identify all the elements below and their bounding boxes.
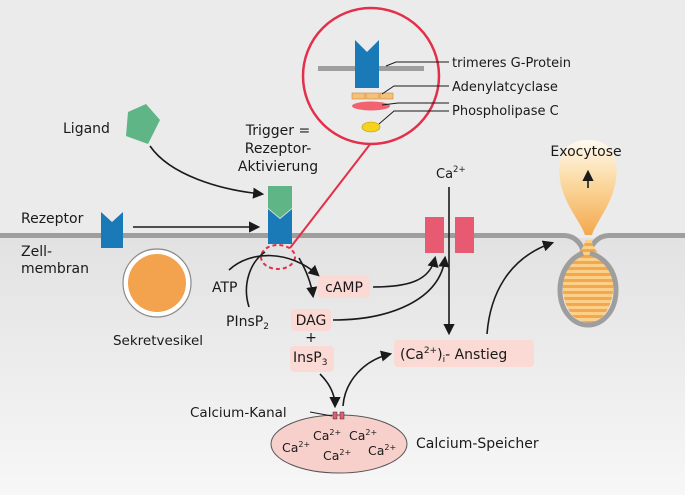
dag-label: DAG	[296, 313, 327, 329]
ca-ion-1: Ca2+	[282, 440, 310, 455]
arrows	[133, 145, 594, 417]
calcium-kanal-label: Calcium-Kanal	[190, 405, 287, 421]
exocytosis-vesicle	[557, 140, 619, 328]
sekretvesikel-label: Sekretvesikel	[113, 333, 203, 349]
zellmembran-label-2: membran	[21, 261, 89, 277]
insp-label: InsP3	[293, 350, 327, 368]
calcium-channel-store	[332, 411, 345, 420]
leader-calcium-kanal	[309, 411, 333, 417]
zellmembran-label-1: Zell-	[21, 244, 52, 260]
arrow-pinsp-up	[245, 251, 266, 308]
ca-ion-5: Ca2+	[368, 443, 396, 458]
pinsp-label: PInsP2	[226, 314, 269, 332]
dag-box	[291, 309, 331, 331]
ion-channel	[425, 217, 474, 253]
trigger-label-2: Rezeptor-	[245, 141, 312, 157]
exocytose-label: Exocytose	[550, 144, 621, 160]
receptor-left	[101, 212, 123, 248]
calcium-speicher-label: Calcium-Speicher	[416, 436, 539, 452]
camp-label: cAMP	[325, 280, 363, 296]
secretory-vesicle	[122, 248, 192, 318]
arrow-store-to-ca	[342, 350, 393, 407]
zoom-inset	[301, 6, 449, 146]
ca-ion-2: Ca2+	[313, 428, 341, 443]
ca-top-label: Ca2+	[436, 165, 466, 182]
plus-label: +	[305, 330, 317, 346]
ligand-shape	[126, 104, 160, 144]
trigger-label-1: Trigger =	[245, 123, 310, 139]
arrow-ca-to-exocytosis	[486, 240, 555, 335]
ca-ion-3: Ca2+	[349, 428, 377, 443]
g-protein-shape	[351, 92, 394, 100]
atp-label: ATP	[212, 280, 237, 296]
camp-box	[318, 276, 370, 298]
ligand-label: Ligand	[63, 121, 110, 137]
receptor-activated	[268, 186, 292, 244]
legend-phospholipase: Phospholipase C	[452, 104, 559, 119]
trigger-label-3: Aktivierung	[238, 159, 318, 175]
phospholipase-shape	[361, 121, 381, 133]
arrow-dag-to-channel	[332, 255, 450, 321]
focus-circle-dashed	[260, 244, 296, 270]
arrow-to-camp	[228, 254, 320, 277]
ca-ion-4: Ca2+	[323, 448, 351, 463]
arrow-camp-to-channel	[372, 255, 439, 288]
ca-anstieg-box	[394, 340, 534, 367]
arrow-insp-to-store	[319, 373, 341, 409]
adenylatcyclase-shape	[352, 101, 390, 111]
arrow-ligand-to-receptor	[149, 145, 265, 199]
rezeptor-label: Rezeptor	[21, 211, 84, 227]
zoom-connector-line	[289, 142, 372, 249]
ca-anstieg-label: (Ca2+)i- Anstieg	[400, 346, 507, 365]
legend-g-protein: trimeres G-Protein	[452, 56, 571, 71]
calcium-store	[270, 414, 408, 474]
legend-adenylatcyclase: Adenylatcyclase	[452, 80, 558, 95]
insp-box	[290, 346, 334, 372]
arrow-to-dag	[298, 257, 318, 299]
